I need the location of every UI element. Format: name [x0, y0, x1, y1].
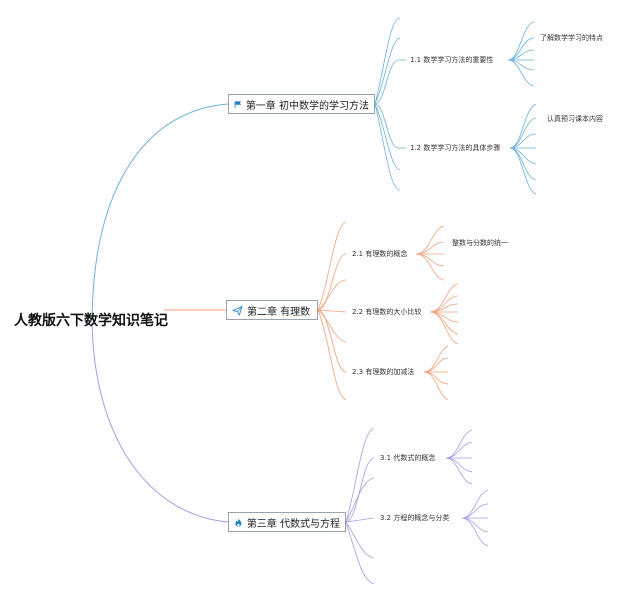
- branch-connector: [317, 309, 347, 373]
- section-2-3-label[interactable]: 2.3 有理数的加减法: [352, 368, 415, 376]
- branch-connector: [509, 147, 537, 181]
- branch-connector: [423, 357, 449, 373]
- branch-connector: [461, 503, 489, 519]
- branch-connector: [345, 457, 375, 523]
- branch-connector: [429, 311, 459, 345]
- section-3-2-label[interactable]: 3.2 方程的概念与分类: [380, 514, 450, 522]
- branch-connector: [445, 429, 473, 459]
- branch-connector: [507, 59, 535, 87]
- branch-connector: [429, 311, 459, 323]
- branch-connector: [374, 103, 401, 191]
- chapter-2-title: 第二章 有理数: [247, 306, 311, 318]
- branch-connector: [415, 241, 445, 255]
- root-to-chapter-3-connector: [91, 321, 229, 523]
- branch-connector: [317, 279, 347, 311]
- branch-connector: [445, 457, 473, 485]
- branch-connector: [507, 59, 535, 71]
- branch-connector: [507, 21, 535, 61]
- branch-connector: [429, 283, 459, 313]
- flame-icon: [235, 518, 242, 527]
- branch-connector: [317, 309, 347, 313]
- branch-connector: [374, 103, 406, 149]
- branch-connector: [461, 517, 489, 547]
- section-1-2-leaf-label[interactable]: 认真预习课本内容: [547, 115, 603, 123]
- branch-connector: [345, 427, 375, 523]
- branch-connector: [374, 37, 401, 105]
- branch-connector: [345, 477, 375, 523]
- branch-connector: [445, 441, 473, 459]
- chapter-3-node[interactable]: 第三章 代数式与方程: [228, 512, 346, 532]
- chapter-1-node[interactable]: 第一章 初中数学的学习方法: [228, 94, 375, 114]
- branch-connector: [509, 103, 537, 149]
- paper-plane-icon: [232, 305, 243, 316]
- branch-connector: [509, 133, 537, 149]
- branch-connector: [509, 147, 537, 165]
- branch-connector: [461, 489, 489, 519]
- section-1-2-label[interactable]: 1.2 数学学习方法的具体步骤: [410, 144, 501, 152]
- section-2-1-leaf-label[interactable]: 整数与分数的统一: [452, 239, 508, 247]
- branch-connector: [317, 253, 347, 311]
- branch-connector: [317, 309, 347, 343]
- section-1-1-label[interactable]: 1.1 数学学习方法的重要性: [410, 56, 494, 64]
- root-topic[interactable]: 人教版六下数学知识笔记: [14, 313, 168, 329]
- branch-connector: [429, 295, 459, 313]
- branch-connector: [374, 59, 406, 105]
- branch-connector: [345, 521, 375, 559]
- section-2-1-label[interactable]: 2.1 有理数的概念: [352, 250, 408, 258]
- chapter-3-title: 第三章 代数式与方程: [246, 518, 340, 530]
- branch-connector: [423, 371, 449, 385]
- branch-connector: [345, 521, 375, 585]
- branch-connector: [423, 371, 449, 401]
- branch-connector: [509, 117, 537, 149]
- chapter-2-branches: [317, 221, 459, 401]
- section-2-2-label[interactable]: 2.2 有理数的大小比较: [352, 308, 422, 316]
- branch-connector: [509, 147, 537, 195]
- branch-connector: [429, 311, 459, 335]
- root-to-chapter-1-connector: [91, 103, 229, 319]
- branch-connector: [317, 221, 347, 311]
- branch-connector: [374, 103, 401, 171]
- branch-connector: [415, 225, 445, 255]
- chapter-3-branches: [345, 427, 489, 585]
- section-3-1-label[interactable]: 3.1 代数式的概念: [380, 454, 436, 462]
- chapter-1-title: 第一章 初中数学的学习方法: [245, 100, 369, 112]
- branch-connector: [374, 17, 401, 105]
- branch-connector: [345, 517, 375, 523]
- chapter-2-node[interactable]: 第二章 有理数: [226, 300, 318, 320]
- section-1-1-leaf-label[interactable]: 了解数学学习的特点: [540, 34, 603, 42]
- flag-icon: [234, 100, 242, 108]
- root-connectors: [91, 103, 229, 523]
- branch-connector: [317, 309, 347, 401]
- branch-connector: [415, 253, 445, 267]
- chapter-1-branches: [374, 17, 537, 195]
- branch-connector: [415, 253, 445, 281]
